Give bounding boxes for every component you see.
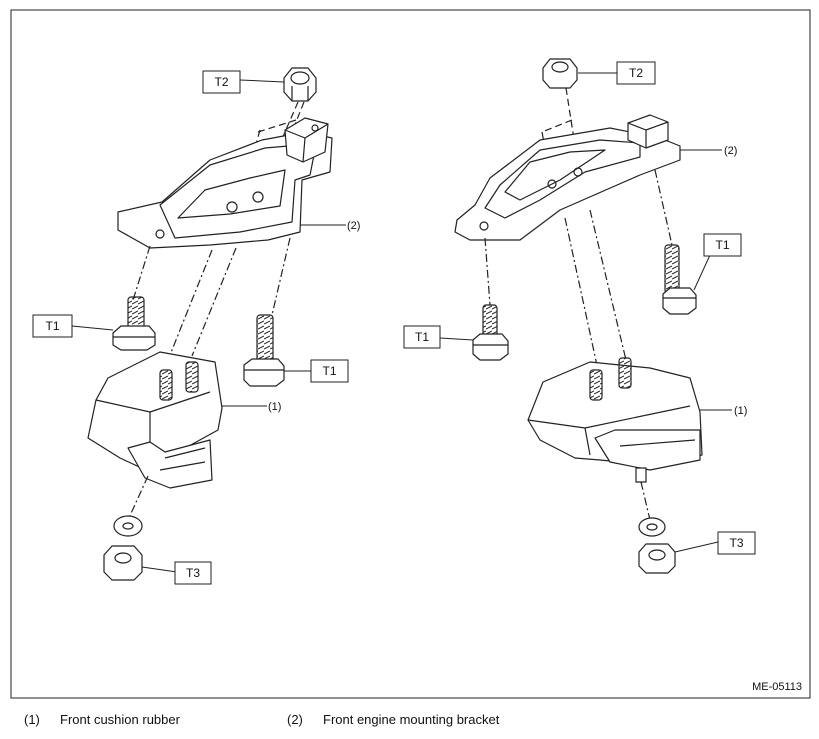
left-view bbox=[71, 67, 346, 581]
left-tag-t1b-text: T1 bbox=[322, 364, 336, 378]
left-callout-cushion: (1) bbox=[268, 401, 281, 413]
left-bolt-left bbox=[112, 296, 156, 351]
left-bracket bbox=[117, 117, 333, 249]
right-top-nut bbox=[542, 58, 578, 89]
legend-num-1: (1) bbox=[24, 712, 40, 727]
left-tag-t1a: T1 bbox=[32, 314, 73, 338]
left-tag-t2-text: T2 bbox=[214, 75, 228, 89]
left-bottom-nut bbox=[103, 515, 143, 581]
right-tag-t1b-text: T1 bbox=[715, 238, 729, 252]
legend-text-1: Front cushion rubber bbox=[60, 712, 180, 727]
right-tag-t3-text: T3 bbox=[729, 536, 743, 550]
diagram-border bbox=[10, 9, 811, 699]
right-tag-t2: T2 bbox=[616, 61, 656, 85]
legend-num-2: (2) bbox=[287, 712, 303, 727]
right-cushion-rubber bbox=[527, 357, 703, 483]
legend-item-2: (2) Front engine mounting bracket bbox=[287, 712, 499, 727]
left-callout-bracket: (2) bbox=[347, 220, 360, 232]
left-bolt-right bbox=[243, 314, 285, 387]
right-bolt-right bbox=[662, 244, 697, 315]
legend-item-1: (1) Front cushion rubber bbox=[24, 712, 180, 727]
legend-text-2: Front engine mounting bracket bbox=[323, 712, 500, 727]
left-tag-t1b: T1 bbox=[310, 359, 349, 383]
figure-id: ME-05113 bbox=[752, 681, 802, 693]
right-callout-bracket: (2) bbox=[724, 145, 737, 157]
left-tag-t3-text: T3 bbox=[186, 566, 200, 580]
right-tag-t1b: T1 bbox=[703, 233, 742, 257]
right-bottom-nut bbox=[638, 517, 676, 574]
left-tag-t3: T3 bbox=[174, 561, 212, 585]
right-tag-t2-text: T2 bbox=[629, 66, 643, 80]
right-callout-cushion: (1) bbox=[734, 405, 747, 417]
right-bracket bbox=[454, 114, 681, 241]
right-bolt-left bbox=[472, 304, 509, 361]
left-tag-t1a-text: T1 bbox=[45, 319, 59, 333]
right-tag-t1a: T1 bbox=[403, 325, 441, 349]
left-tag-t2: T2 bbox=[202, 70, 241, 94]
left-cushion-rubber bbox=[87, 351, 223, 489]
right-tag-t3: T3 bbox=[717, 531, 756, 555]
right-view bbox=[439, 58, 732, 574]
tag-boxes: T2 T1 T1 T3 T2 T1 T1 T3 bbox=[32, 61, 756, 585]
left-top-nut bbox=[283, 67, 317, 102]
right-tag-t1a-text: T1 bbox=[415, 330, 429, 344]
